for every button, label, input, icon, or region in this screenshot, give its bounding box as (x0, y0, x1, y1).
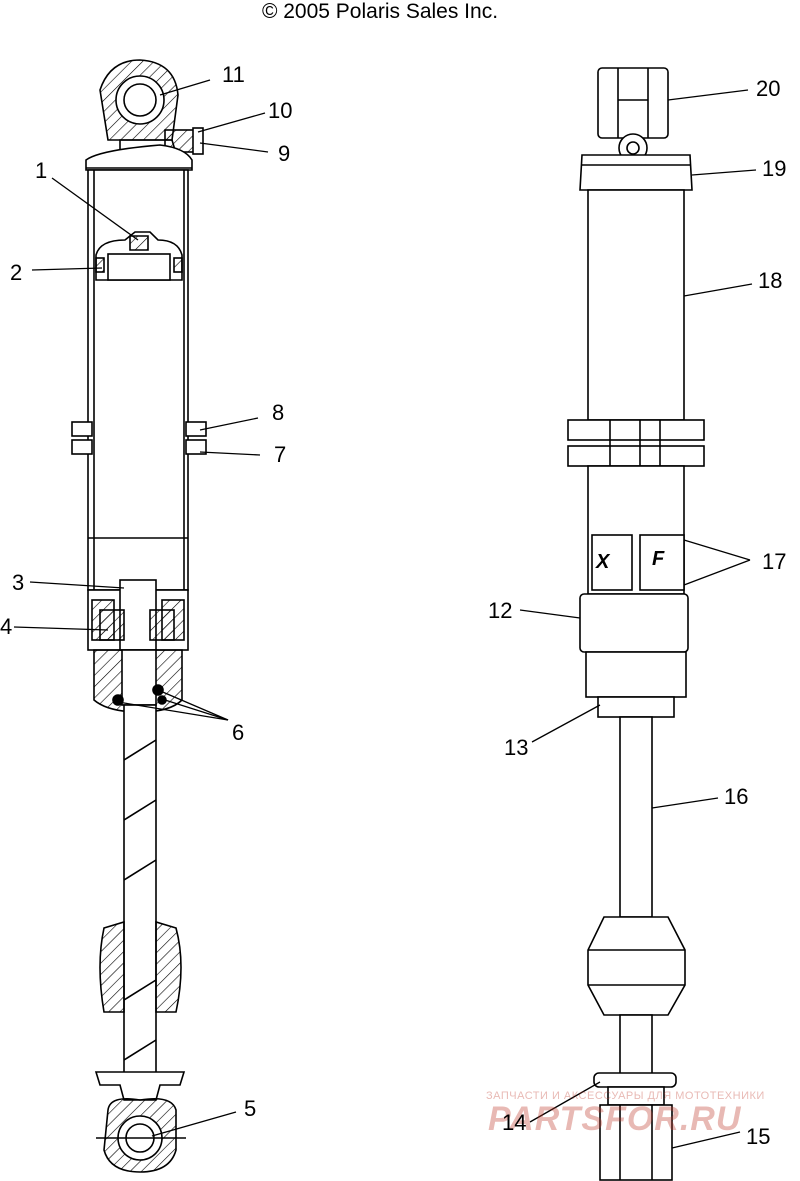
leader-lines (13, 79, 757, 1149)
leader-14 (529, 1081, 601, 1123)
top-eye-right (597, 67, 669, 163)
callout-19: 19 (762, 156, 787, 181)
copyright-notice: © 2005 Polaris Sales Inc. (261, 0, 499, 23)
bottom-mount-eye (96, 1097, 186, 1173)
leader-7 (199, 451, 261, 456)
watermark-tagline: ЗАПЧАСТИ И АКСЕССУАРЫ ДЛЯ МОТОТЕХНИКИ (486, 1090, 765, 1102)
leader-8 (199, 417, 259, 431)
leader-17a (683, 539, 751, 561)
shock-body (587, 189, 685, 421)
leader-13 (531, 704, 601, 743)
callout-20: 20 (756, 76, 781, 101)
callout-16: 16 (724, 784, 749, 809)
callout-15: 15 (746, 1124, 771, 1149)
spring-collar (567, 419, 705, 467)
leader-15 (671, 1131, 741, 1149)
fox-decals: X F (591, 534, 685, 591)
seal-cap (597, 696, 675, 718)
spring-clips (71, 421, 207, 455)
svg-text:X: X (595, 551, 611, 573)
bleed-screw (164, 127, 204, 155)
preload-collar (579, 593, 689, 653)
callout-7: 7 (274, 442, 287, 467)
svg-text:F: F (652, 548, 665, 570)
callout-10: 10 (268, 98, 293, 123)
leader-6a (157, 689, 229, 721)
body-cap (579, 154, 693, 191)
callout-11: 11 (222, 62, 245, 87)
piston-assembly (87, 579, 189, 651)
leader-4 (13, 626, 109, 631)
callout-3: 3 (12, 570, 25, 595)
leader-1 (51, 177, 139, 241)
callout-14: 14 (502, 1110, 527, 1135)
leader-16 (651, 797, 719, 809)
exterior-shock-right: X F (567, 67, 705, 1181)
bottom-cup (593, 1072, 677, 1088)
shaft-right (619, 716, 653, 918)
bottom-eye-right (599, 1104, 673, 1181)
leader-20 (667, 89, 749, 101)
callout-9: 9 (278, 141, 291, 166)
callout-1: 1 (35, 158, 48, 183)
shaft-right-lower (619, 1014, 653, 1076)
cutaway-shock-left (71, 59, 207, 1173)
callout-17: 17 (762, 549, 787, 574)
callout-8: 8 (272, 400, 285, 425)
leader-19 (691, 169, 757, 176)
leader-18 (683, 283, 753, 297)
callout-2: 2 (10, 260, 23, 285)
callout-4: 4 (0, 614, 13, 639)
leader-10 (197, 112, 266, 133)
bumper-right (587, 916, 686, 1016)
leader-5 (151, 1111, 237, 1137)
leader-3 (29, 581, 125, 589)
leader-12 (519, 609, 581, 619)
floating-piston (95, 231, 183, 281)
callout-6: 6 (232, 720, 245, 745)
lower-housing (585, 651, 687, 698)
leader-2 (31, 267, 103, 271)
leader-11 (159, 79, 211, 96)
callout-18: 18 (758, 268, 783, 293)
callout-5: 5 (244, 1096, 257, 1121)
seal-head (93, 649, 183, 713)
watermark-site: PARTSFOR.RU (488, 1100, 742, 1138)
leader-6b (164, 699, 229, 721)
leader-9 (199, 142, 269, 153)
callout-13: 13 (504, 735, 529, 760)
leader-6c (117, 701, 229, 721)
shaft-left (123, 704, 157, 1076)
callout-12: 12 (488, 598, 513, 623)
bumper-left (99, 920, 182, 1013)
leader-17b (683, 559, 751, 586)
